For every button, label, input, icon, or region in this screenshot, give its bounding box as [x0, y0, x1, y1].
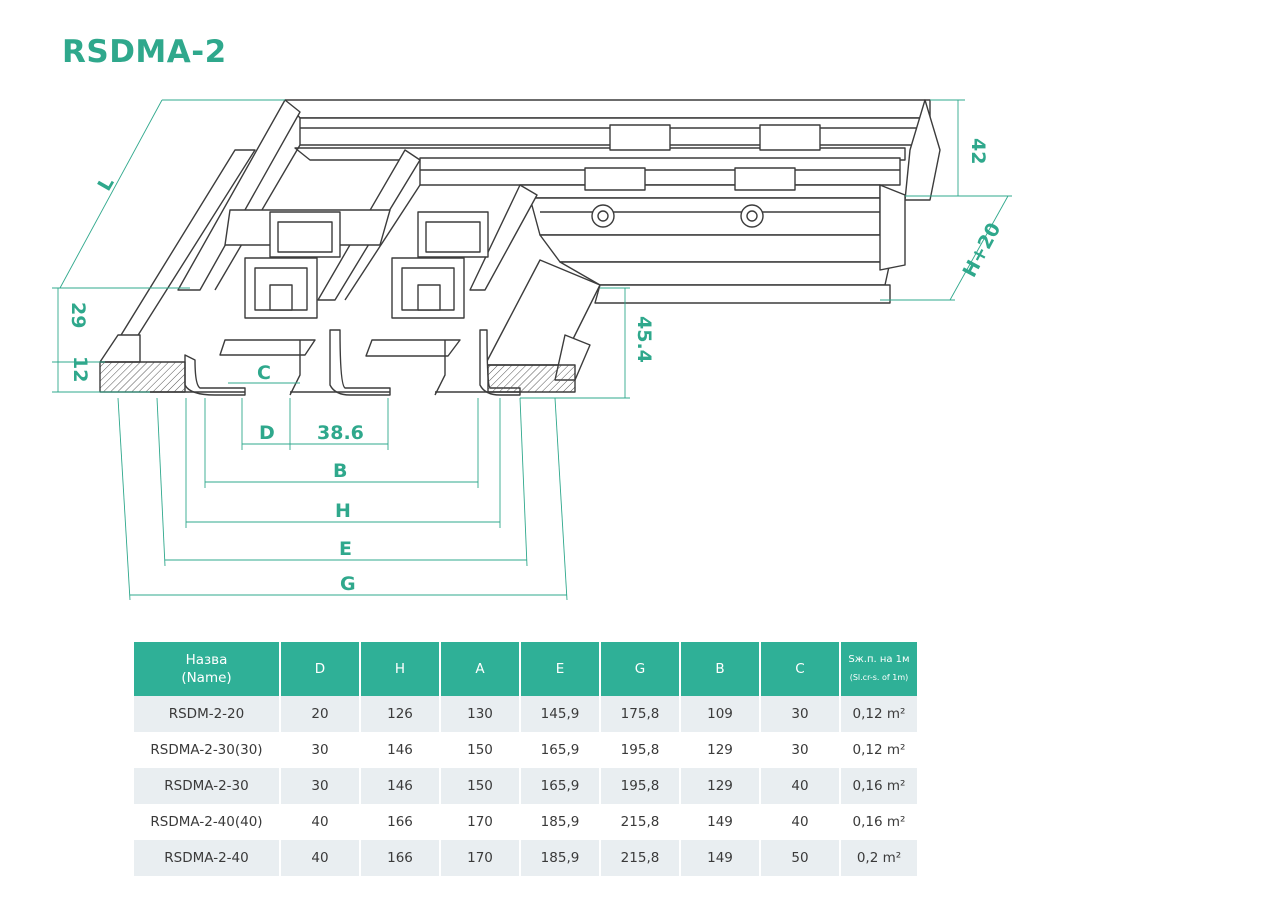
- table-row: RSDMA-2-40(40) 40 166 170 185,9 215,8 14…: [134, 804, 917, 840]
- header-name-line1: Назва: [185, 652, 228, 668]
- header-B: B: [681, 642, 759, 696]
- cell-H: 146: [361, 768, 439, 804]
- cell-name: RSDMA-2-40(40): [134, 804, 279, 840]
- dim-label-C: C: [257, 362, 271, 384]
- header-G: G: [601, 642, 679, 696]
- dim-label-45-4: 45.4: [633, 316, 655, 363]
- cell-D: 30: [281, 768, 359, 804]
- cell-name: RSDMA-2-30(30): [134, 732, 279, 768]
- cell-G: 195,8: [601, 768, 679, 804]
- header-area-line1: Sж.п. на 1м: [848, 654, 910, 665]
- header-name-line2: (Name): [181, 670, 232, 686]
- cell-G: 175,8: [601, 696, 679, 732]
- header-C: C: [761, 642, 839, 696]
- cell-A: 150: [441, 732, 519, 768]
- cell-area: 0,12 m²: [841, 696, 917, 732]
- cell-B: 149: [681, 804, 759, 840]
- dim-label-42: 42: [967, 138, 989, 164]
- cell-area: 0,16 m²: [841, 768, 917, 804]
- table-row: RSDMA-2-30 30 146 150 165,9 195,8 129 40…: [134, 768, 917, 804]
- dim-label-E: E: [339, 538, 352, 560]
- header-name: Назва (Name): [134, 642, 279, 696]
- header-area-line2: (Sl.cr-s. of 1m): [849, 673, 909, 682]
- cell-D: 40: [281, 804, 359, 840]
- cell-C: 40: [761, 804, 839, 840]
- dim-label-12: 12: [69, 356, 91, 382]
- dim-label-D: D: [259, 422, 275, 444]
- diffuser-body: [99, 99, 941, 396]
- cell-D: 30: [281, 732, 359, 768]
- cell-G: 215,8: [601, 840, 679, 876]
- cell-B: 109: [681, 696, 759, 732]
- cell-E: 165,9: [521, 768, 599, 804]
- cell-E: 185,9: [521, 804, 599, 840]
- dim-label-B: B: [333, 460, 347, 482]
- spec-table: Назва (Name) D H A E G B C Sж.п. на 1м (…: [132, 642, 919, 876]
- cell-area: 0,12 m²: [841, 732, 917, 768]
- page-title: RSDMA-2: [62, 34, 227, 70]
- table-row: RSDMA-2-40 40 166 170 185,9 215,8 149 50…: [134, 840, 917, 876]
- cell-A: 130: [441, 696, 519, 732]
- cell-name: RSDMA-2-40: [134, 840, 279, 876]
- cell-area: 0,16 m²: [841, 804, 917, 840]
- cell-C: 30: [761, 696, 839, 732]
- cell-B: 129: [681, 732, 759, 768]
- header-D: D: [281, 642, 359, 696]
- cell-A: 170: [441, 840, 519, 876]
- cell-C: 30: [761, 732, 839, 768]
- dim-label-h20: H+20: [959, 219, 1006, 281]
- cell-area: 0,2 m²: [841, 840, 917, 876]
- dim-label-H: H: [335, 500, 351, 522]
- cell-A: 170: [441, 804, 519, 840]
- header-area: Sж.п. на 1м (Sl.cr-s. of 1m): [841, 642, 917, 696]
- cell-G: 195,8: [601, 732, 679, 768]
- dim-label-G: G: [340, 573, 356, 595]
- product-drawing: L 42 H+20 29 12 45.4 C D 38.6 B H E G: [52, 99, 1012, 601]
- cell-G: 215,8: [601, 804, 679, 840]
- cell-name: RSDMA-2-30: [134, 768, 279, 804]
- cell-D: 40: [281, 840, 359, 876]
- cell-D: 20: [281, 696, 359, 732]
- dimension-lines: [52, 99, 1012, 601]
- dim-label-38-6: 38.6: [317, 422, 364, 444]
- cell-H: 166: [361, 804, 439, 840]
- header-H: H: [361, 642, 439, 696]
- cell-E: 145,9: [521, 696, 599, 732]
- cell-H: 166: [361, 840, 439, 876]
- cell-E: 165,9: [521, 732, 599, 768]
- cell-C: 40: [761, 768, 839, 804]
- dim-label-29: 29: [67, 302, 89, 328]
- cell-B: 149: [681, 840, 759, 876]
- table-row: RSDM-2-20 20 126 130 145,9 175,8 109 30 …: [134, 696, 917, 732]
- header-A: A: [441, 642, 519, 696]
- header-E: E: [521, 642, 599, 696]
- cell-C: 50: [761, 840, 839, 876]
- cell-H: 146: [361, 732, 439, 768]
- table-row: RSDMA-2-30(30) 30 146 150 165,9 195,8 12…: [134, 732, 917, 768]
- cell-B: 129: [681, 768, 759, 804]
- cell-E: 185,9: [521, 840, 599, 876]
- dim-label-L: L: [93, 173, 118, 194]
- cell-A: 150: [441, 768, 519, 804]
- table-header-row: Назва (Name) D H A E G B C Sж.п. на 1м (…: [134, 642, 917, 696]
- cell-H: 126: [361, 696, 439, 732]
- cell-name: RSDM-2-20: [134, 696, 279, 732]
